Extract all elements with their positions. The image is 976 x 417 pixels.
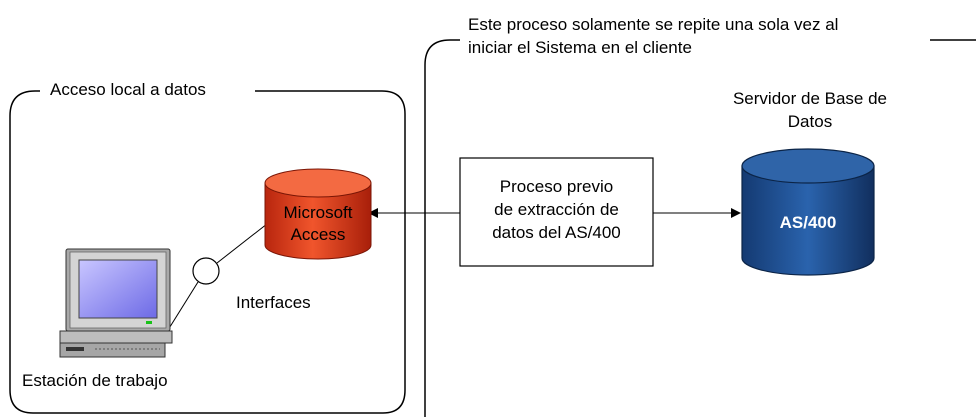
interface-connector-2 [216, 219, 273, 264]
process-line2: de extracción de [494, 200, 619, 219]
workstation-computer-icon [59, 248, 173, 358]
as400-label: AS/400 [779, 213, 837, 232]
as400-database-icon [741, 148, 875, 276]
server-group-label-line2: iniciar el Sistema en el cliente [466, 37, 694, 58]
process-box [459, 157, 654, 267]
process-line3: datos del AS/400 [492, 223, 621, 242]
local-access-group-frame [9, 90, 406, 414]
interface-connector [167, 281, 199, 331]
workstation-label: Estación de trabajo [22, 371, 168, 390]
process-line1: Proceso previo [499, 177, 614, 196]
interface-circle [192, 257, 220, 285]
access-label-line1: Microsoft [283, 203, 353, 222]
interfaces-label: Interfaces [236, 293, 311, 312]
server-group-frame [424, 39, 460, 417]
server-title-line2: Datos [787, 112, 833, 131]
access-label-line2: Access [290, 225, 346, 244]
local-access-group-label: Acceso local a datos [46, 79, 210, 100]
server-group-label-line1: Este proceso solamente se repite una sol… [466, 14, 841, 35]
microsoft-access-database-icon [264, 168, 372, 260]
server-title-line1: Servidor de Base de [732, 89, 888, 108]
